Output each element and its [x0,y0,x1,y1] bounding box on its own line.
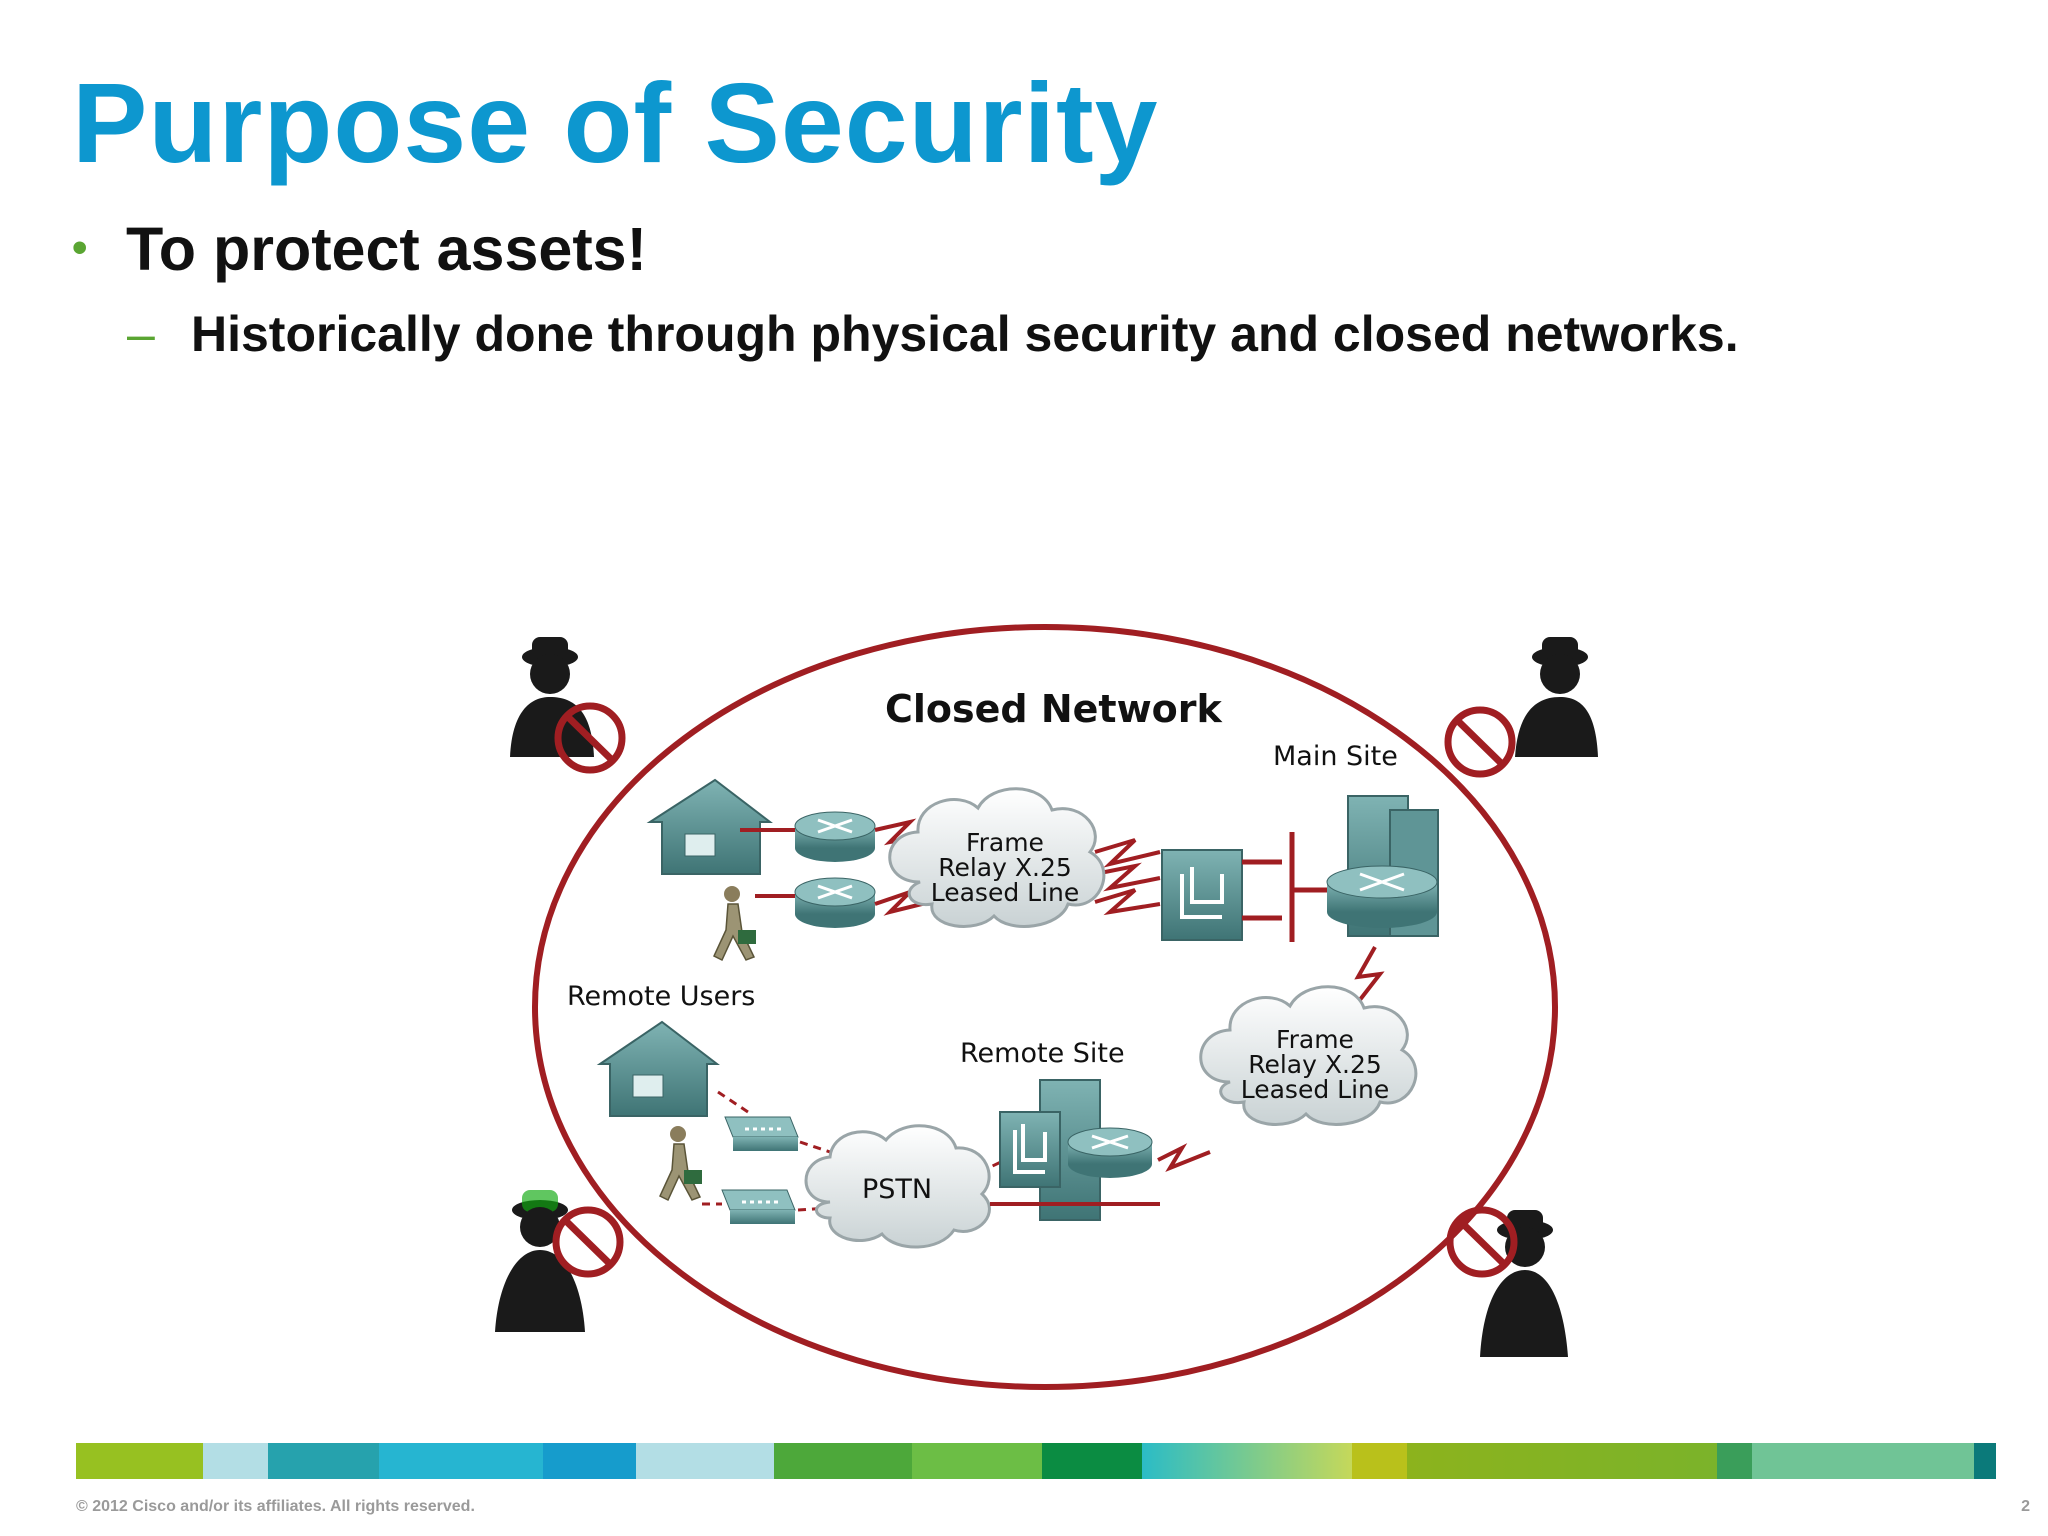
cloud-line: Leased Line [1241,1075,1390,1104]
frame-relay-cloud: Frame Relay X.25 Leased Line [888,787,1106,928]
closed-network-diagram: Closed Network Main Site Remote Users [495,624,1598,1390]
intruder-blocked-icon [495,1190,624,1332]
wan-link [1157,1143,1211,1173]
traveler-icon [713,886,756,962]
remote-site-devices [990,1079,1160,1221]
modem-icon [721,1189,796,1224]
cloud-line: Frame [1276,1025,1354,1054]
pstn-label: PSTN [862,1174,932,1205]
cloud-line: Relay X.25 [1248,1050,1382,1079]
sub-bullet-text: Historically done through physical secur… [191,306,1739,362]
network-label: Closed Network [885,687,1223,731]
wan-link [740,818,1161,916]
bullet-item: • To protect assets! [72,214,647,284]
remote-site-label: Remote Site [960,1038,1125,1069]
cloud-line: Relay X.25 [938,853,1072,882]
dash-icon: – [127,306,155,362]
network-boundary [532,624,1558,1390]
building-icon [1326,795,1439,937]
home-icon [646,778,773,875]
pstn-cloud: PSTN [804,1124,991,1249]
intruder-blocked-icon [510,637,626,774]
wan-link [1350,946,1385,1012]
home-icon [596,1020,720,1117]
bullet-text: To protect assets! [126,215,647,283]
traveler-icon [659,1126,702,1202]
slide-title: Purpose of Security [72,60,1159,186]
frame-relay-cloud: Frame Relay X.25 Leased Line [1199,985,1418,1126]
remote-users-label: Remote Users [567,981,755,1012]
modem-icon [724,1116,799,1151]
cloud-line: Leased Line [931,878,1080,907]
intruder-blocked-icon [1446,1206,1568,1357]
sub-bullet-item: –Historically done through physical secu… [127,305,1739,363]
switch-icon [1161,849,1243,941]
page-number: 2 [2021,1498,2030,1515]
main-site-label: Main Site [1273,741,1398,772]
router-icon [794,811,876,862]
cloud-line: Frame [966,828,1044,857]
bullet-dot-icon: • [72,222,88,272]
decorative-color-bar [76,1443,1996,1479]
lan-link [1242,832,1330,942]
copyright-notice: © 2012 Cisco and/or its affiliates. All … [76,1498,475,1515]
router-icon [794,877,876,928]
intruder-blocked-icon [1444,637,1598,778]
